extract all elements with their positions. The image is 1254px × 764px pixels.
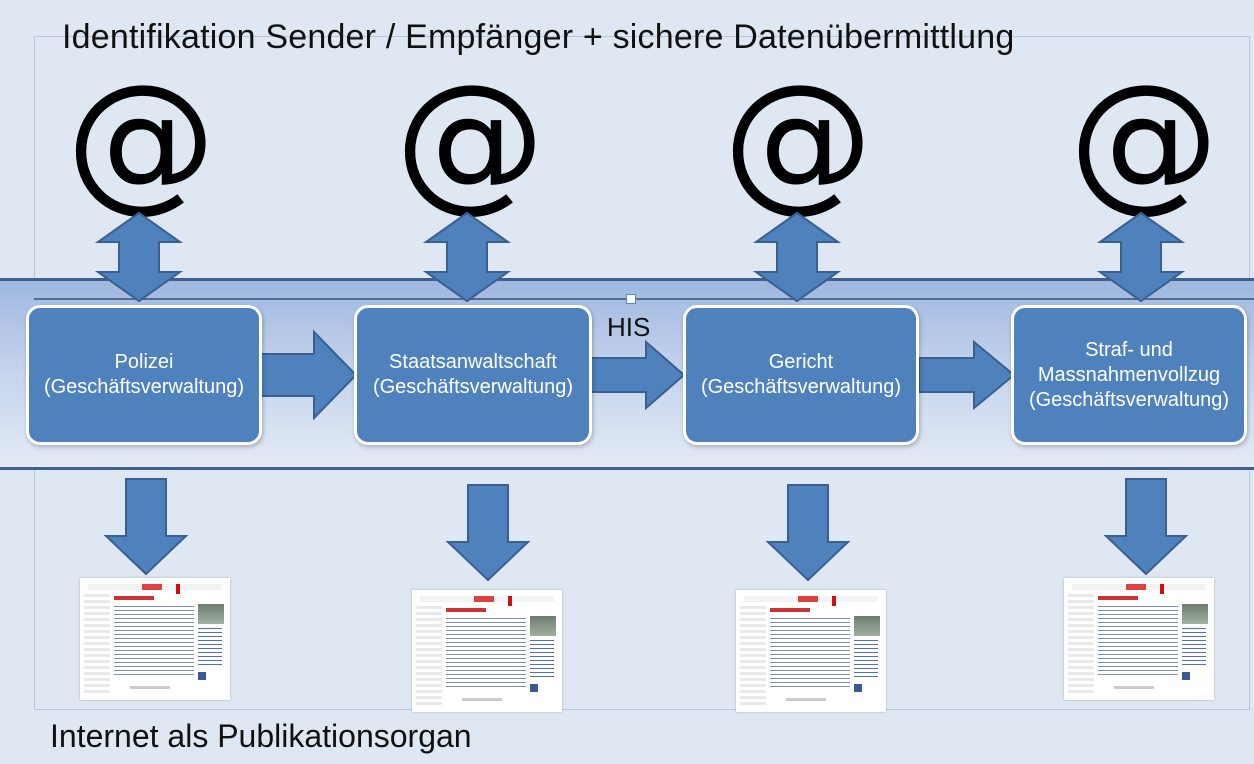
website-thumbnail — [1064, 578, 1214, 700]
double-headed-vertical-arrow-icon — [422, 211, 512, 303]
website-thumbnail — [736, 590, 886, 712]
down-arrow-icon — [103, 478, 189, 576]
down-arrow-icon — [1103, 478, 1189, 576]
website-thumbnail — [80, 578, 230, 700]
at-sign-icon: @ — [66, 53, 216, 227]
stage-box-gericht: Gericht (Geschäftsverwaltung) — [683, 305, 919, 445]
footer-caption: Internet als Publikationsorgan — [50, 718, 472, 754]
stage-box-polizei: Polizei (Geschäftsverwaltung) — [26, 305, 262, 445]
stage-label: Straf- und Massnahmenvollzug (Geschäftsv… — [1028, 338, 1230, 411]
at-sign-icon: @ — [395, 53, 545, 227]
selection-handle[interactable] — [626, 294, 636, 304]
at-sign-icon: @ — [1069, 53, 1219, 227]
his-label: HIS — [607, 312, 651, 342]
double-headed-vertical-arrow-icon — [94, 211, 184, 303]
stage-box-staatsanwaltschaft: Staatsanwaltschaft (Geschäftsverwaltung) — [354, 305, 592, 445]
down-arrow-icon — [445, 484, 531, 582]
band-divider-line — [34, 298, 1254, 300]
stage-box-vollzug: Straf- und Massnahmenvollzug (Geschäftsv… — [1011, 305, 1247, 445]
right-arrow-icon — [258, 329, 358, 421]
double-headed-vertical-arrow-icon — [1096, 211, 1186, 303]
stage-label: Staatsanwaltschaft (Geschäftsverwaltung) — [372, 351, 574, 398]
right-arrow-icon — [590, 339, 686, 411]
website-thumbnail — [412, 590, 562, 712]
stage-label: Gericht (Geschäftsverwaltung) — [700, 351, 902, 398]
down-arrow-icon — [765, 484, 851, 582]
double-headed-vertical-arrow-icon — [752, 211, 842, 303]
diagram-title: Identifikation Sender / Empfänger + sich… — [62, 18, 1015, 56]
right-arrow-icon — [918, 339, 1016, 411]
at-sign-icon: @ — [723, 53, 873, 227]
stage-label: Polizei (Geschäftsverwaltung) — [43, 351, 245, 398]
